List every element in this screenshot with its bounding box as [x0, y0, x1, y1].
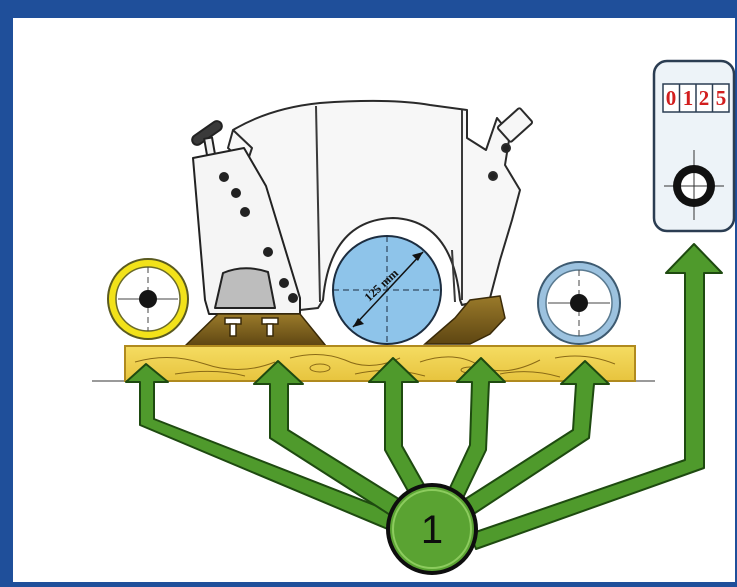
- left-wheel: [107, 258, 189, 340]
- callout-arrows: [125, 243, 723, 550]
- drum: [332, 235, 442, 345]
- callout-badge: [386, 483, 478, 575]
- counter-digit-3: 2: [699, 86, 710, 110]
- counter-digit-2: 1: [683, 86, 694, 110]
- callout-number: 1: [421, 508, 443, 552]
- handle: [191, 120, 301, 315]
- counter-digit-1: 0: [666, 86, 677, 110]
- counter-digit-4: 5: [716, 86, 727, 110]
- counter-device: [652, 59, 736, 233]
- right-wheel: [537, 261, 621, 345]
